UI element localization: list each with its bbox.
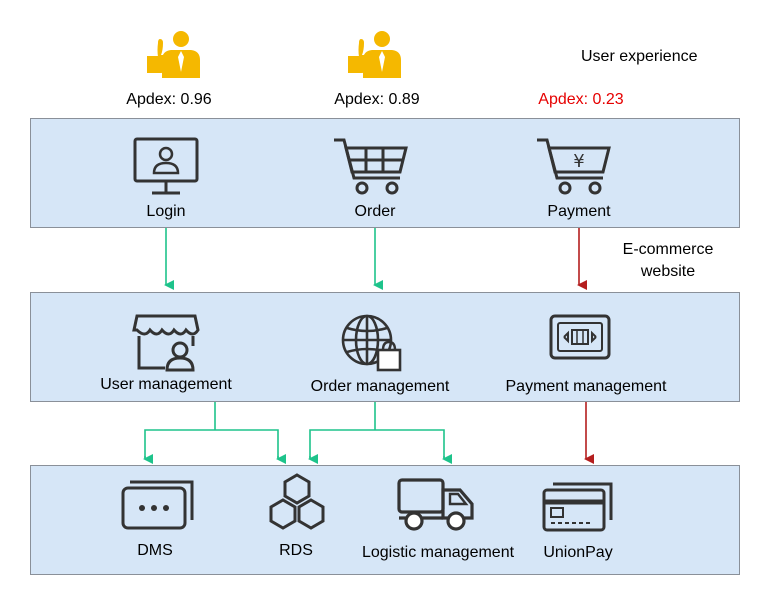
website-item-payment: Payment: [547, 203, 611, 220]
infra-item-logistic-management: Logistic management: [361, 544, 515, 561]
infra-item-dms: DMS: [137, 542, 173, 559]
server-dots-icon: [121, 480, 194, 530]
globe-bag-icon: [341, 314, 402, 372]
hexagon-cluster-icon: [269, 473, 325, 530]
ecommerce-label-line2: website: [640, 263, 696, 280]
website-item-order: Order: [354, 203, 396, 220]
service-item-user-management: User management: [100, 376, 232, 393]
payment-terminal-icon: [549, 314, 611, 360]
apdex-payment: Apdex: 0.23: [538, 91, 624, 108]
apdex-order: Apdex: 0.89: [334, 91, 420, 108]
arrows-user-management-to-dms-rds: [143, 402, 286, 464]
monitor-user-icon: [133, 137, 199, 195]
shopping-cart-yen-icon: ¥: [537, 138, 611, 195]
infra-item-unionpay: UnionPay: [543, 544, 613, 561]
thumbs-up-user-icon: [348, 31, 401, 78]
credit-cards-icon: [542, 482, 613, 532]
shopping-cart-icon: [334, 138, 408, 195]
svg-text:¥: ¥: [573, 151, 584, 172]
ecommerce-label-line1: E-commerce: [622, 241, 714, 258]
arrows-order-management-to-rds-logistic: [308, 402, 452, 464]
delivery-truck-icon: [397, 478, 474, 531]
website-item-login: Login: [146, 203, 186, 220]
storefront-user-icon: [132, 314, 200, 372]
service-item-payment-management: Payment management: [505, 378, 667, 395]
user-experience-label: User experience: [581, 48, 698, 65]
service-item-order-management: Order management: [310, 378, 450, 395]
infra-item-rds: RDS: [279, 542, 313, 559]
thumbs-up-user-icon: [147, 31, 200, 78]
ecommerce-website-label: E-commerce website: [623, 239, 714, 283]
apdex-login: Apdex: 0.96: [126, 91, 212, 108]
service-layer: [30, 292, 740, 402]
